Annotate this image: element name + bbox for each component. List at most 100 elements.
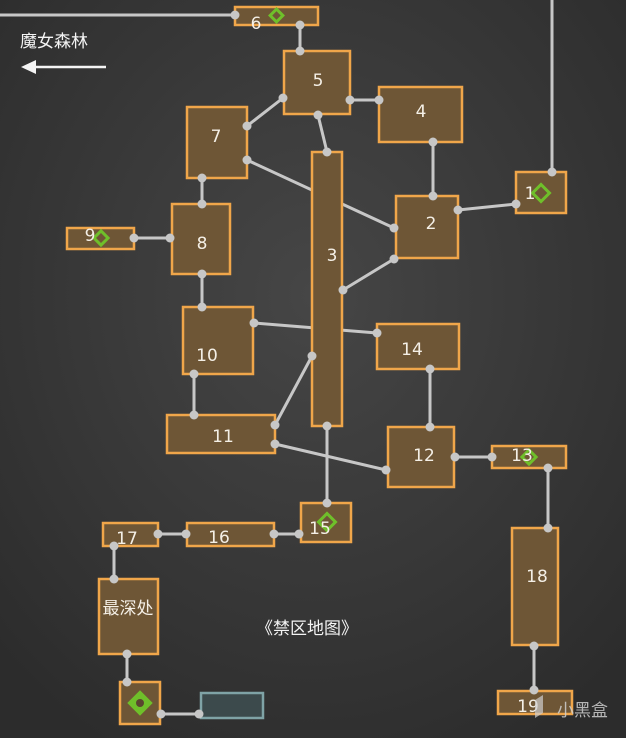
room-label-3: 3	[327, 246, 338, 266]
exit-label: 魔女森林	[20, 32, 88, 52]
exit-arrow-icon[interactable]	[21, 60, 106, 74]
connection-node	[428, 191, 438, 201]
connection-node	[322, 498, 332, 508]
room-label-13: 13	[511, 446, 533, 466]
connection-node	[345, 95, 355, 105]
connection-node	[181, 529, 191, 539]
connection-node	[242, 121, 252, 131]
connection-node	[109, 541, 119, 551]
connection-node	[307, 351, 317, 361]
connection-node	[453, 205, 463, 215]
room-deepest[interactable]	[97, 577, 160, 656]
room-label-8: 8	[197, 234, 208, 254]
room-label-4: 4	[416, 102, 427, 122]
room-8[interactable]	[170, 202, 232, 276]
map-title: 《禁区地图》	[256, 619, 358, 639]
room-label-17: 17	[116, 529, 138, 549]
room-1[interactable]	[514, 170, 568, 215]
room-label-15: 15	[309, 519, 331, 539]
connection-node	[381, 465, 391, 475]
connection-dots	[109, 10, 557, 719]
connection-node	[389, 223, 399, 233]
diamond-marker-icon	[316, 511, 338, 533]
watermark-text: 小黑盒	[557, 701, 608, 721]
connection-node	[374, 95, 384, 105]
connection-path	[342, 257, 395, 292]
connection-node	[197, 199, 207, 209]
connection-node	[529, 685, 539, 695]
room-11[interactable]	[165, 413, 277, 455]
room-3[interactable]	[310, 150, 344, 428]
room-label-5: 5	[313, 71, 324, 91]
connection-node	[189, 410, 199, 420]
connection-node	[165, 233, 175, 243]
connection-node	[242, 155, 252, 165]
diamond-marker-icon	[91, 228, 111, 248]
connection-node	[109, 574, 119, 584]
room-label-14: 14	[401, 340, 423, 360]
room-16[interactable]	[185, 521, 276, 548]
room-18[interactable]	[510, 526, 560, 647]
connection-node	[189, 369, 199, 379]
room-label-9: 9	[85, 226, 96, 246]
connection-node	[122, 649, 132, 659]
connection-path	[273, 355, 314, 426]
watermark-logo-icon	[535, 695, 543, 718]
connection-node	[269, 529, 279, 539]
connection-node	[197, 269, 207, 279]
connection-node	[425, 422, 435, 432]
room-4[interactable]	[377, 85, 464, 144]
connection-node	[156, 709, 166, 719]
connection-node	[543, 523, 553, 533]
connection-node	[547, 167, 557, 177]
room-label-11: 11	[212, 427, 234, 447]
connection-node	[529, 641, 539, 651]
diamond-marker-icon	[268, 7, 285, 24]
connection-node	[194, 709, 204, 719]
watermark: 小黑盒	[535, 695, 608, 721]
connection-node	[249, 318, 259, 328]
connection-path	[246, 96, 284, 128]
connection-node	[338, 285, 348, 295]
room-label-12: 12	[413, 446, 435, 466]
connection-node	[389, 254, 399, 264]
connection-node	[270, 420, 280, 430]
connection-node	[197, 302, 207, 312]
diamond-marker-icon	[519, 447, 539, 467]
room-label-18: 18	[526, 567, 548, 587]
connection-node	[487, 452, 497, 462]
room-7[interactable]	[185, 105, 249, 180]
connection-node	[197, 173, 207, 183]
connection-node	[153, 529, 163, 539]
room-label-7: 7	[211, 127, 222, 147]
room-label-16: 16	[208, 528, 230, 548]
connection-node	[294, 529, 304, 539]
connection-path	[316, 114, 329, 153]
save-point-markers	[91, 7, 552, 716]
connection-node	[129, 233, 139, 243]
connection-node	[270, 439, 280, 449]
connection-node	[425, 364, 435, 374]
room-label-1: 1	[525, 184, 536, 204]
room-label-6: 6	[251, 14, 262, 34]
connection-node	[295, 20, 305, 30]
room-5[interactable]	[282, 49, 352, 116]
connection-node	[450, 452, 460, 462]
room-label-2: 2	[426, 214, 437, 234]
diamond-marker-center	[136, 699, 144, 707]
room-12[interactable]	[386, 425, 456, 489]
connection-node	[322, 421, 332, 431]
connection-path	[274, 442, 387, 472]
connection-node	[313, 110, 323, 120]
room-unexplored[interactable]	[199, 691, 265, 720]
connection-node	[428, 137, 438, 147]
room-10[interactable]	[181, 305, 255, 376]
connection-node	[543, 463, 553, 473]
connection-path	[457, 202, 517, 212]
room-labels: 6 5 4 7 3 2 1 9 8 10 14 11 12 13 15 16 1…	[85, 14, 548, 717]
room-14[interactable]	[375, 322, 461, 371]
room-label-deepest: 最深处	[103, 599, 154, 619]
connection-node	[295, 46, 305, 56]
rooms	[65, 5, 574, 726]
